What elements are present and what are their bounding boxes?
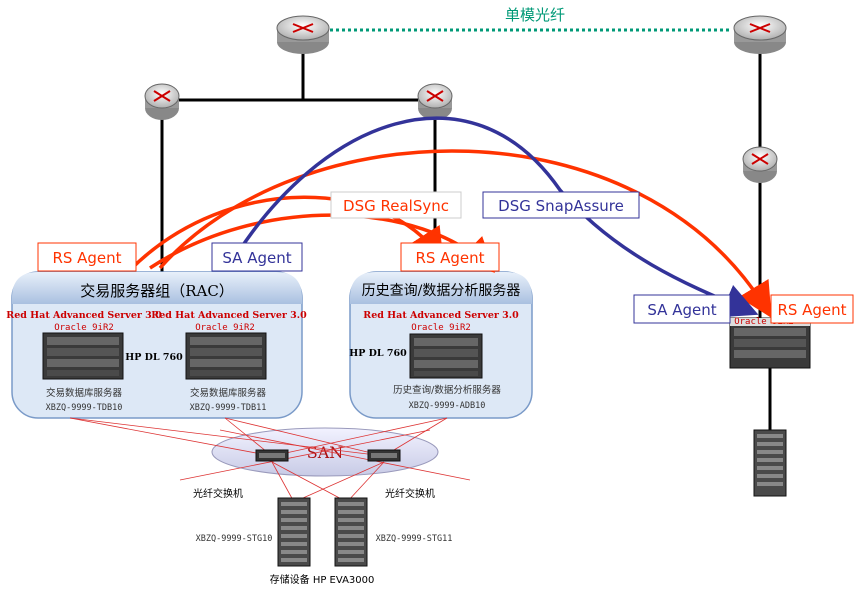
- fiber-link-label: 单模光纤: [505, 6, 565, 24]
- rac-server1-role: 交易数据库服务器: [46, 387, 123, 399]
- rac-server-group: 交易服务器组（RAC） Red Hat Advanced Server 3.0 …: [6, 271, 307, 419]
- realsync-label: DSG RealSync: [343, 197, 449, 215]
- history-server-os: Red Hat Advanced Server 3.0: [363, 310, 519, 321]
- history-server-role: 历史查询/数据分析服务器: [393, 384, 501, 396]
- rac-server2-role: 交易数据库服务器: [190, 387, 267, 399]
- sa-agent-rac: SA Agent: [222, 249, 291, 267]
- fc-switch-right: [367, 449, 401, 462]
- rac-server2-hardware: [185, 332, 267, 380]
- history-server-group: 历史查询/数据分析服务器 Red Hat Advanced Server 3.0…: [349, 271, 533, 419]
- rs-agent-history: RS Agent: [415, 249, 484, 267]
- history-server-id: XBZQ-9999-ADB10: [409, 401, 486, 411]
- fc-switch-left: [255, 449, 289, 462]
- rac-server2-os: Red Hat Advanced Server 3.0: [151, 310, 307, 321]
- rac-server1-db: Oracle 9iR2: [54, 323, 114, 333]
- san-cabling: [69, 417, 471, 503]
- rac-server2-id: XBZQ-9999-TDB11: [190, 403, 267, 413]
- history-server-db: Oracle 9iR2: [411, 323, 471, 333]
- storage-caption: 存储设备 HP EVA3000: [270, 573, 375, 586]
- sa-agent-remote: SA Agent: [647, 301, 716, 319]
- rac-group-title: 交易服务器组（RAC）: [80, 282, 234, 300]
- rac-model: HP DL 760: [125, 352, 183, 363]
- router-access-mid: [417, 83, 453, 120]
- router-arrows-icon: [292, 23, 314, 33]
- rac-server1-os: Red Hat Advanced Server 3.0: [6, 310, 162, 321]
- remote-storage: [753, 429, 787, 497]
- network-links: [160, 48, 772, 430]
- realsync-flow-rac-to-history: [128, 195, 444, 272]
- rac-server1-hardware: [42, 332, 124, 380]
- rs-agent-remote: RS Agent: [777, 301, 846, 319]
- router-arrows-icon: [751, 153, 769, 165]
- rac-server2-db: Oracle 9iR2: [195, 323, 255, 333]
- snapassure-label: DSG SnapAssure: [498, 197, 624, 215]
- rac-server1-id: XBZQ-9999-TDB10: [46, 403, 123, 413]
- router-core-right: [733, 15, 787, 54]
- san-area: SAN 光纤交换机 光纤交换机: [69, 417, 471, 586]
- history-model: HP DL 760: [349, 348, 407, 359]
- history-group-title: 历史查询/数据分析服务器: [362, 283, 521, 299]
- fc-switch-right-label: 光纤交换机: [385, 487, 435, 500]
- rs-agent-rac: RS Agent: [52, 249, 121, 267]
- router-arrows-icon: [426, 90, 444, 102]
- history-server-hardware: [409, 333, 483, 379]
- storage-right-id: XBZQ-9999-STG11: [376, 534, 453, 544]
- router-arrows-icon: [153, 90, 171, 102]
- router-access-left: [144, 83, 180, 120]
- remote-server-db: Oracle 9iR2: [734, 317, 794, 327]
- router-core-left: [276, 15, 330, 54]
- realsync-flow-rac-to-remote: [158, 149, 772, 318]
- storage-array-right: [334, 497, 368, 567]
- router-arrows-icon: [749, 23, 771, 33]
- storage-left-id: XBZQ-9999-STG10: [196, 534, 273, 544]
- fc-switch-left-label: 光纤交换机: [193, 487, 243, 500]
- remote-server: [729, 317, 811, 369]
- router-access-right: [742, 146, 778, 183]
- storage-array-left: [277, 497, 311, 567]
- san-label: SAN: [307, 443, 344, 462]
- snapassure-flow: [230, 116, 759, 318]
